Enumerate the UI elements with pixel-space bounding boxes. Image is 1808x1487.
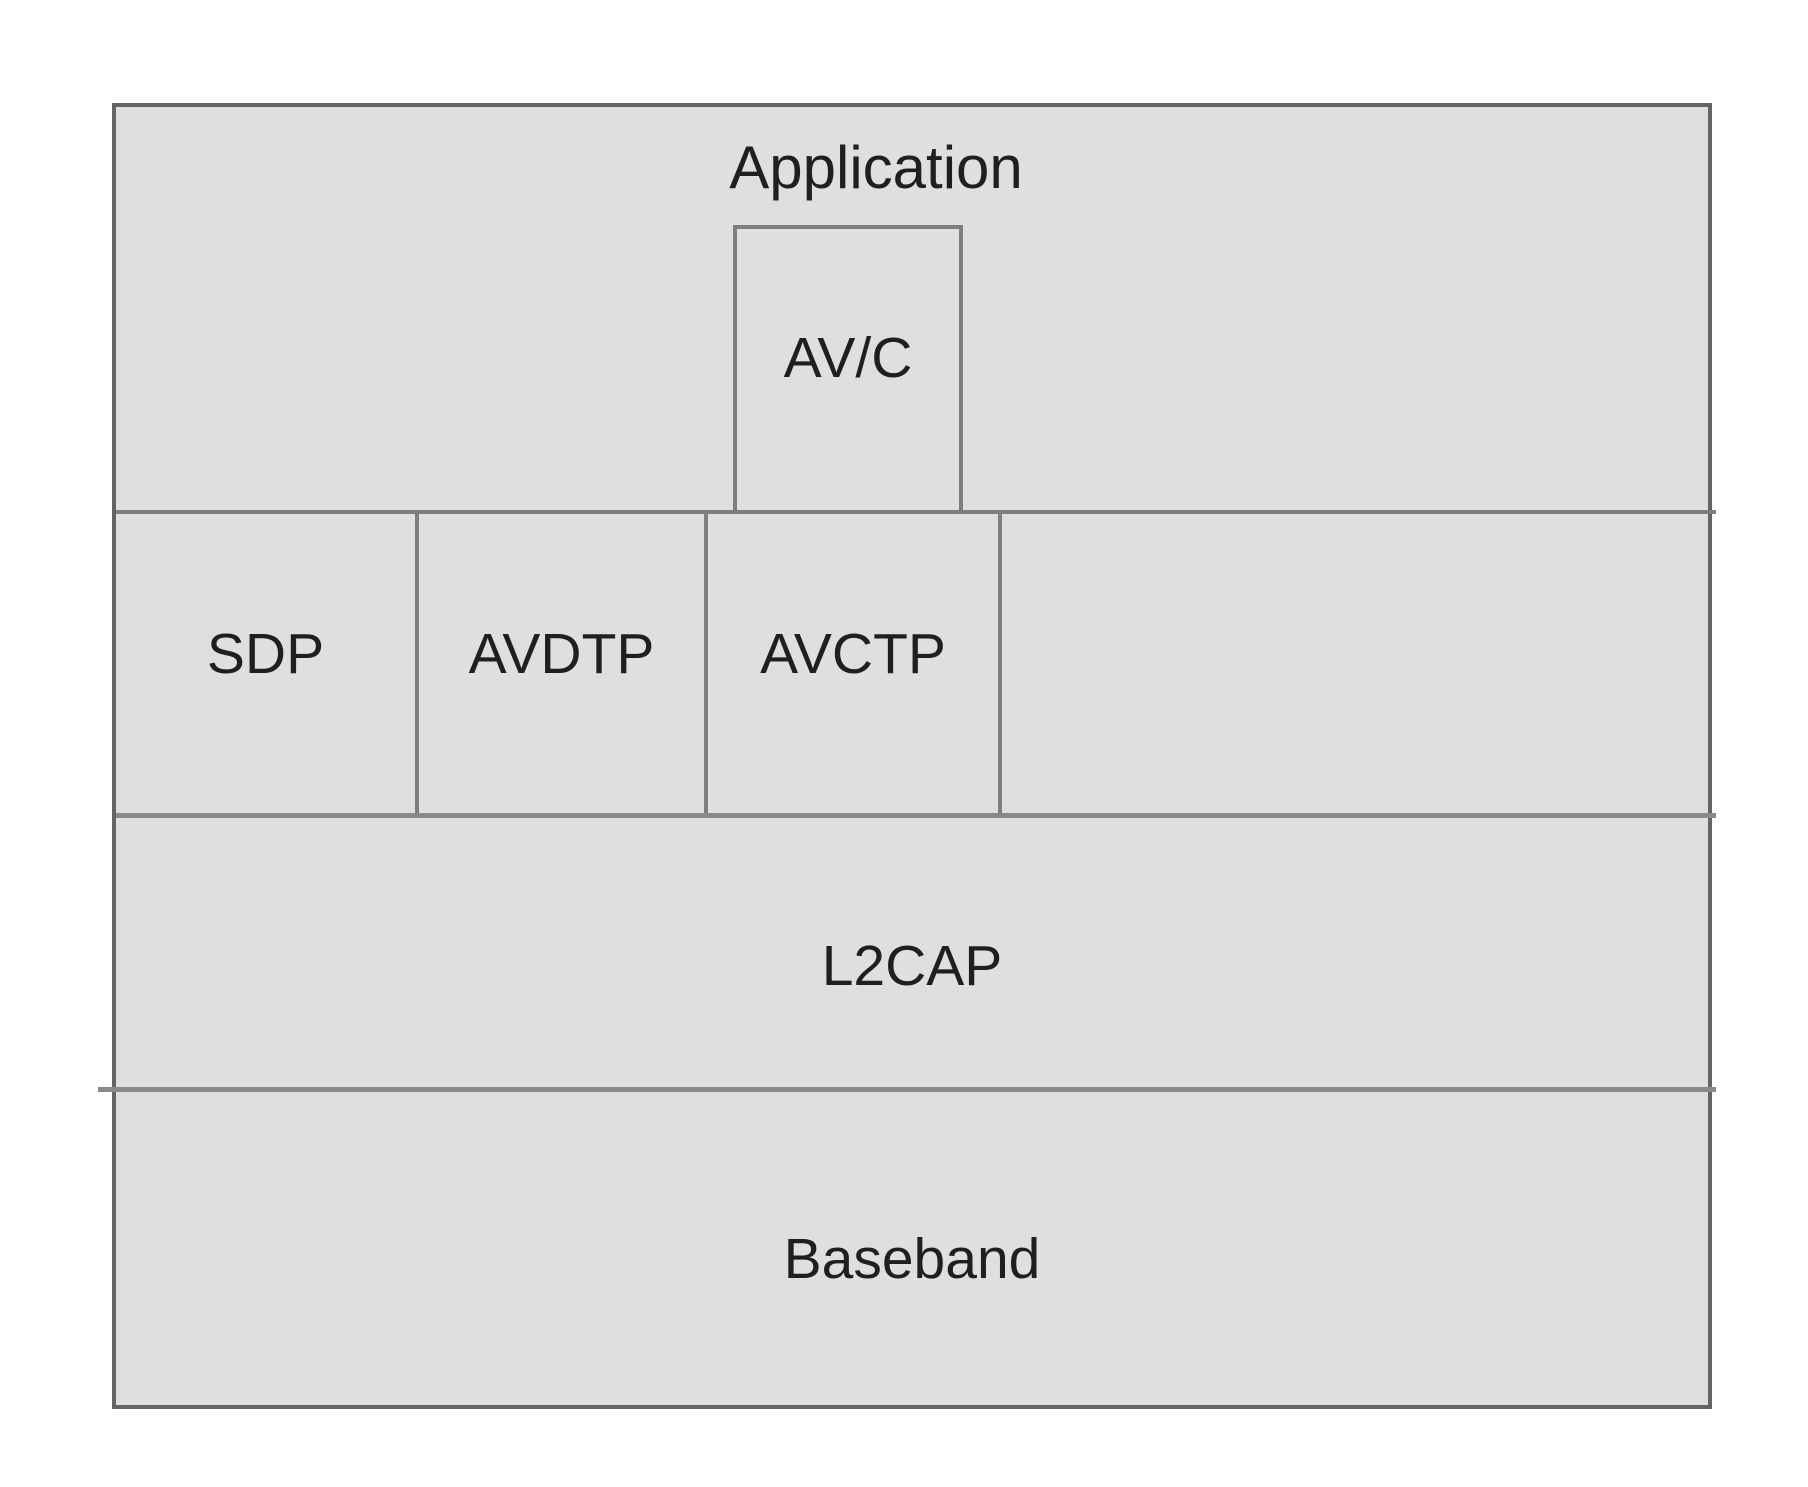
avdtp-box: AVDTP: [419, 510, 704, 813]
baseband-box: Baseband: [116, 1092, 1708, 1405]
l2cap-label: L2CAP: [821, 933, 1003, 998]
application-row-divider: [116, 510, 1716, 514]
avctp-right-edge: [998, 514, 1002, 813]
l2cap-top-divider: [116, 813, 1716, 818]
avctp-label: AVCTP: [760, 621, 946, 686]
sdp-label: SDP: [206, 621, 325, 686]
l2cap-box: L2CAP: [116, 818, 1708, 1087]
avdtp-avctp-divider: [704, 514, 708, 813]
application-layer-label: Application: [729, 134, 1023, 201]
avc-label: AV/C: [783, 325, 913, 390]
l2cap-baseband-divider: [98, 1087, 1716, 1092]
sdp-box: SDP: [116, 510, 415, 813]
sdp-avdtp-divider: [415, 514, 419, 813]
protocol-stack-box: Application AV/C SDP AVDTP AVCTP L2CAP B…: [98, 103, 1716, 1409]
baseband-label: Baseband: [783, 1226, 1041, 1291]
avc-box: AV/C: [733, 225, 963, 510]
avctp-box: AVCTP: [708, 510, 998, 813]
avdtp-label: AVDTP: [468, 621, 655, 686]
